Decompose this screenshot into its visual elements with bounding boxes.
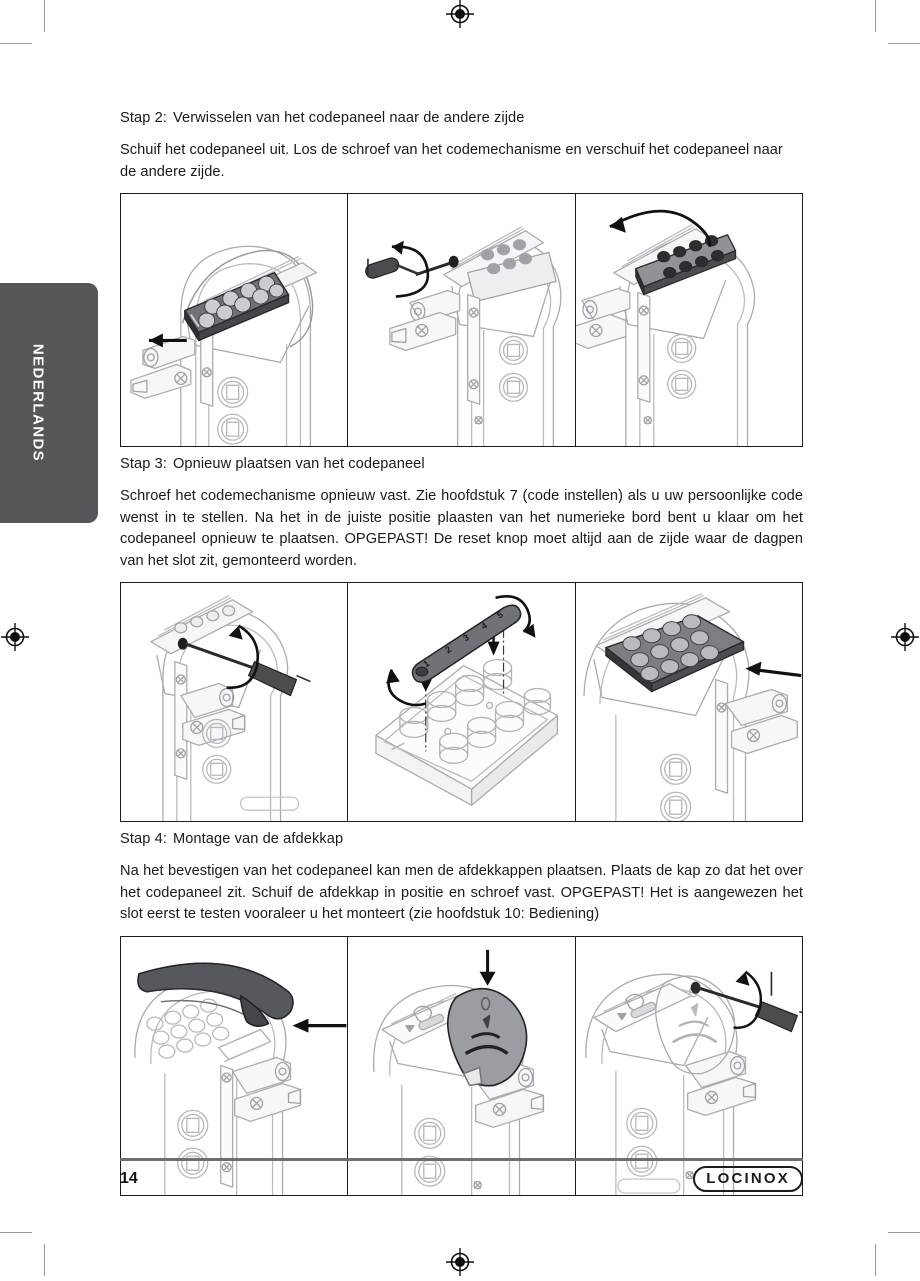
crop-mark-bottom-left-vertical [44, 1244, 45, 1276]
figure-cap-fastening [576, 937, 802, 1195]
step-3-heading-label: Stap 3: [120, 456, 167, 472]
crop-mark-top-right-vertical [875, 0, 876, 32]
figure-mechanism-moved [575, 194, 802, 446]
figure-screwdriver-loosening [348, 194, 576, 446]
registration-target-right [891, 623, 919, 651]
language-side-tab: NEDERLANDS [0, 283, 98, 523]
step-2-heading-label: Stap 2: [120, 110, 167, 126]
registration-target-left [1, 623, 29, 651]
step-3-heading: Stap 3: Opnieuw plaatsen van het codepane… [120, 454, 803, 474]
step-3-paragraph: Schroef het codemechanisme opnieuw vast.… [120, 488, 803, 569]
registration-target-bottom [446, 1248, 474, 1276]
step-4-heading: Stap 4: Montage van de afdekkap [120, 829, 803, 849]
step-2-heading: Stap 2: Verwisselen van het codepaneel na… [120, 108, 803, 128]
figure-keypad-sliding-out [121, 194, 349, 446]
step-3-figure-row: 1 2 3 4 5 [120, 582, 803, 822]
locinox-logo: LOCINOX [693, 1165, 803, 1192]
language-side-tab-label: NEDERLANDS [29, 343, 47, 463]
figure-cover-cap-sliding [121, 936, 349, 1195]
arrow [148, 333, 187, 348]
svg-text:4: 4 [480, 620, 490, 631]
crop-mark-top-right-horizontal [888, 43, 920, 44]
crop-mark-bottom-right-horizontal [888, 1232, 920, 1233]
step-3-heading-text: Opnieuw plaatsen van het codepaneel [172, 456, 425, 472]
crop-mark-top-left-horizontal [0, 43, 32, 44]
figure-screwdriver-tightening [121, 583, 349, 821]
page-number: 14 [120, 1169, 138, 1187]
page-footer: 14 LOCINOX [120, 1158, 803, 1192]
step-4-heading-text: Montage van de afdekkap [172, 831, 344, 847]
footer-rule [120, 1158, 803, 1161]
svg-text:3: 3 [462, 632, 472, 643]
figure-keypad-reinserted [576, 583, 802, 821]
step-2-paragraph: Schuif het codepaneel uit. Los de schroe… [120, 142, 783, 180]
figure-numeric-strip-flip: 1 2 3 4 5 [348, 583, 576, 821]
crop-mark-bottom-right-vertical [875, 1244, 876, 1276]
crop-mark-top-left-vertical [44, 0, 45, 32]
step-4-heading-label: Stap 4: [120, 831, 167, 847]
registration-target-top [446, 0, 474, 28]
step-2-heading-text: Verwisselen van het codepaneel naar de a… [172, 110, 525, 126]
svg-text:5: 5 [496, 609, 506, 620]
step-4-figure-row [120, 935, 803, 1196]
svg-text:2: 2 [444, 644, 454, 655]
svg-text:1: 1 [422, 658, 432, 669]
step-2-figure-row [120, 193, 803, 447]
figure-cover-cap-down [348, 936, 576, 1195]
page-content: Stap 2: Verwisselen van het codepaneel na… [120, 108, 803, 1203]
step-4-paragraph: Na het bevestigen van het codepaneel kan… [120, 863, 803, 922]
crop-mark-bottom-left-horizontal [0, 1232, 32, 1233]
